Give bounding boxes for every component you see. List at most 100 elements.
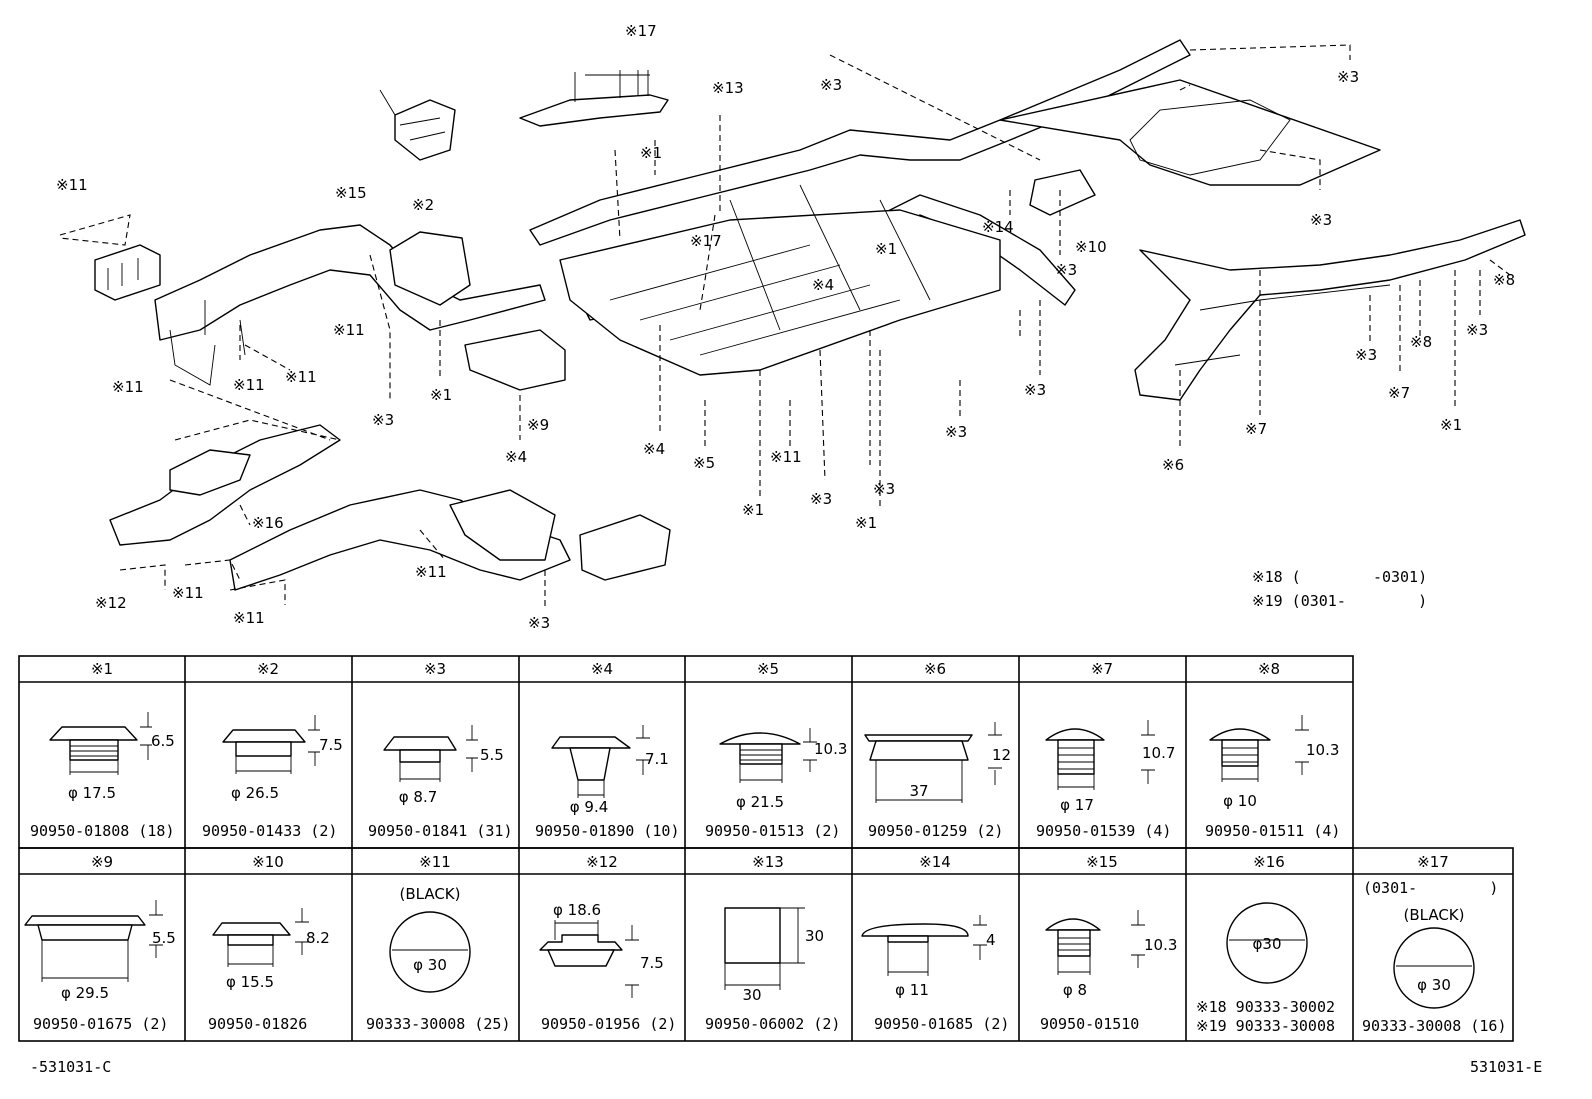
callout: ※2: [412, 196, 434, 214]
callout: ※10: [1075, 238, 1107, 256]
dim: φ 26.5: [231, 784, 279, 802]
part-number: 90950-01890 (10): [535, 822, 680, 840]
grommet-5-drawing: [719, 728, 817, 783]
dim: φ 30: [413, 956, 447, 974]
part-number: ※18 90333-30002: [1196, 998, 1335, 1016]
dim: 4: [986, 931, 996, 949]
callout: ※3: [1310, 211, 1332, 229]
note-19: ※19 (0301- ): [1252, 592, 1427, 610]
dim: φ 10: [1223, 792, 1257, 810]
dim: 10.3: [1144, 936, 1177, 954]
dim: φ 8.7: [399, 788, 438, 806]
callout: ※11: [770, 448, 802, 466]
callout: ※1: [640, 144, 662, 162]
header-14: ※14: [919, 853, 951, 871]
callout: ※15: [335, 184, 367, 202]
callout: ※9: [527, 416, 549, 434]
part-number: 90950-01685 (2): [874, 1015, 1009, 1033]
header-16: ※16: [1253, 853, 1285, 871]
callout: ※3: [528, 614, 550, 632]
dim: 30: [742, 986, 761, 1004]
dim: (0301- ): [1363, 879, 1498, 897]
callout: ※1: [742, 501, 764, 519]
tape-13-drawing: [724, 907, 781, 964]
callout: ※7: [1245, 420, 1267, 438]
grommet-4-drawing: [551, 725, 650, 798]
dim: 6.5: [151, 732, 175, 750]
front-cross-bracket: [464, 329, 566, 391]
header-13: ※13: [752, 853, 784, 871]
leader-lines: [59, 44, 1511, 610]
grommet-12-drawing: [539, 920, 639, 998]
dim: φ30: [1253, 935, 1282, 953]
callout: ※7: [1388, 384, 1410, 402]
dim: φ 30: [1417, 976, 1451, 994]
callout: ※11: [172, 584, 204, 602]
callout: ※8: [1410, 333, 1432, 351]
main-floor-panel: [559, 209, 1001, 376]
footer-left-code: -531031-C: [30, 1058, 111, 1076]
header-3: ※3: [424, 660, 446, 678]
part-number: 90333-30008 (16): [1362, 1017, 1507, 1035]
part-number: 90950-01808 (18): [30, 822, 175, 840]
callout: ※11: [56, 176, 88, 194]
dim: (BLACK): [399, 885, 460, 903]
callout: ※5: [693, 454, 715, 472]
header-15: ※15: [1086, 853, 1118, 871]
dim: 7.5: [319, 736, 343, 754]
part-number: 90950-01510: [1040, 1015, 1139, 1033]
part-number: 90950-01539 (4): [1036, 822, 1171, 840]
dim: φ 8: [1063, 981, 1087, 999]
callout-labels: ※17 ※11 ※2 ※15 ※13 ※1 ※3 ※3 ※17 ※1 ※4 ※1…: [56, 22, 1515, 632]
callout: ※3: [873, 480, 895, 498]
header-17: ※17: [1417, 853, 1449, 871]
dim: 5.5: [480, 746, 504, 764]
bracket-2: [394, 99, 456, 161]
dim: 37: [909, 782, 928, 800]
header-7: ※7: [1091, 660, 1113, 678]
grommet-15-drawing: [1045, 910, 1145, 975]
part-number: 90950-01841 (31): [368, 822, 513, 840]
callout: ※1: [875, 240, 897, 258]
dim: 8.2: [306, 929, 330, 947]
grommet-9-drawing: [24, 900, 163, 982]
header-10: ※10: [252, 853, 284, 871]
main-frame-left-rail: [529, 39, 1191, 246]
dim: 10.3: [1306, 741, 1339, 759]
callout: ※4: [643, 440, 665, 458]
callout: ※11: [233, 376, 265, 394]
grommet-8-drawing: [1209, 715, 1309, 782]
part-number: 90950-01511 (4): [1205, 822, 1340, 840]
callout: ※16: [252, 514, 284, 532]
callout: ※3: [1355, 346, 1377, 364]
callout: ※11: [233, 609, 265, 627]
callout: ※4: [812, 276, 834, 294]
frame-illustration: ※17 ※11 ※2 ※15 ※13 ※1 ※3 ※3 ※17 ※1 ※4 ※1…: [56, 22, 1526, 632]
dim: φ 21.5: [736, 793, 784, 811]
bracket-top-17: [519, 94, 669, 127]
callout: ※11: [285, 368, 317, 386]
header-8: ※8: [1258, 660, 1280, 678]
part-number: 90950-01259 (2): [868, 822, 1003, 840]
callout: ※6: [1162, 456, 1184, 474]
grommet-10-drawing: [212, 908, 309, 967]
dim: φ 17.5: [68, 784, 116, 802]
callout: ※3: [820, 76, 842, 94]
part-number: 90333-30008 (25): [366, 1015, 511, 1033]
dim: 12: [992, 746, 1011, 764]
callout: ※12: [95, 594, 127, 612]
callout: ※1: [1440, 416, 1462, 434]
front-frame-rail: [154, 224, 546, 341]
header-5: ※5: [757, 660, 779, 678]
callout: ※11: [112, 378, 144, 396]
note-18: ※18 ( -0301): [1252, 568, 1427, 586]
dim: φ 11: [895, 981, 929, 999]
part-number: 90950-01826: [208, 1015, 307, 1033]
callout: ※3: [1466, 321, 1488, 339]
callout: ※8: [1493, 271, 1515, 289]
plug-11-drawing: [389, 911, 471, 993]
plate-11: [94, 244, 161, 301]
callout: ※3: [1024, 381, 1046, 399]
part-number-2: ※19 90333-30008: [1196, 1017, 1335, 1035]
